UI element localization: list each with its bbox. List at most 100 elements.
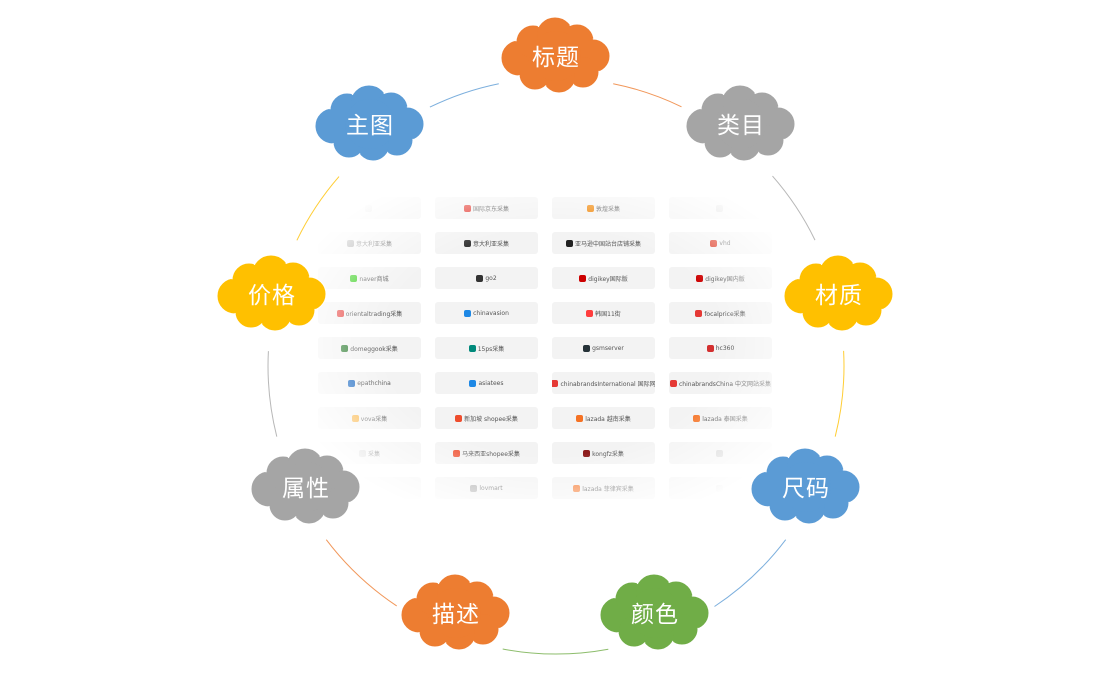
source-label: vova采集 (360, 415, 388, 423)
connector-arc (834, 350, 845, 437)
source-tile[interactable]: lovmart (435, 477, 538, 499)
source-logo-icon (365, 204, 372, 212)
connector-arc (502, 648, 609, 655)
cloud-shape-icon (500, 16, 611, 94)
source-tile[interactable]: 新加坡 shopee采集 (435, 407, 538, 429)
source-tile-grid: 国际京东采集 敦煌采集意大利亚采集意大利亚采集 亚马逊中国站台店铺采集 vhd nave… (318, 197, 788, 500)
source-logo-icon (358, 449, 366, 457)
cloud-shape-icon (314, 84, 425, 162)
source-tile[interactable]: lazada 越南采集 (552, 407, 655, 429)
source-logo-icon (453, 449, 461, 457)
source-label: 采集 (367, 450, 380, 458)
source-tile[interactable]: lazada 泰国采集 (669, 407, 772, 429)
source-logo-icon (470, 484, 478, 492)
connector-arc (325, 539, 397, 607)
source-tile[interactable]: 韩国11街 (552, 302, 655, 324)
cloud-node: 价格 (213, 254, 331, 332)
source-label: digikey国内版 (705, 275, 745, 283)
source-label: lovmart (479, 484, 503, 492)
source-tile[interactable]: 意大利亚采集 (435, 232, 538, 254)
source-tile[interactable]: 国际京东采集 (435, 197, 538, 219)
source-tile[interactable]: focalprice采集 (669, 302, 772, 324)
connector-arc (714, 539, 787, 607)
source-label: lazada 菲律宾采集 (582, 485, 634, 493)
source-tile[interactable]: vova采集 (318, 407, 421, 429)
source-tile[interactable]: domeggook采集 (318, 337, 421, 359)
cloud-node: 主图 (311, 84, 429, 162)
source-label: 国际京东采集 (472, 205, 509, 213)
source-tile[interactable] (669, 442, 772, 464)
source-tile[interactable]: chinavasion (435, 302, 538, 324)
source-tile[interactable]: lazada 菲律宾采集 (552, 477, 655, 499)
source-tile[interactable]: naver商城 (318, 267, 421, 289)
cloud-node: 描述 (397, 573, 515, 651)
source-tile[interactable]: 敦煌采集 (552, 197, 655, 219)
source-label: 亚马逊中国站台店铺采集 (574, 240, 641, 248)
source-label: 15ps采集 (477, 345, 505, 353)
source-logo-icon (464, 309, 472, 317)
source-tile[interactable]: digikey国内版 (669, 267, 772, 289)
connector-arc (267, 351, 278, 437)
source-logo-icon (565, 239, 573, 247)
cloud-label: 描述 (432, 602, 480, 628)
source-tile[interactable]: hc360 (669, 337, 772, 359)
cloud-shape-icon (250, 447, 361, 525)
source-logo-icon (463, 204, 471, 212)
connector-arc (429, 83, 499, 108)
source-logo-icon (579, 274, 587, 282)
source-tile[interactable]: orientaltrading采集 (318, 302, 421, 324)
source-tile[interactable]: 亚马逊中国站台店铺采集 (552, 232, 655, 254)
source-logo-icon (455, 414, 463, 422)
cloud-shape-icon (216, 254, 327, 332)
source-label: chinabrandsChina 中文网站采集 (679, 380, 771, 388)
source-logo-icon (576, 414, 584, 422)
source-label: gsmserver (592, 344, 624, 352)
source-label: go2 (485, 274, 497, 282)
cloud-shape-icon (400, 573, 511, 651)
source-tile[interactable]: asiatees (435, 372, 538, 394)
cloud-label: 颜色 (631, 602, 679, 628)
source-tile[interactable] (669, 477, 772, 499)
source-logo-icon (670, 379, 677, 387)
source-tile[interactable]: digikey国际版 (552, 267, 655, 289)
source-tile[interactable]: vhd (669, 232, 772, 254)
source-logo-icon (336, 309, 344, 317)
source-logo-icon (693, 414, 701, 422)
cloud-node: 颜色 (596, 573, 714, 651)
source-tile[interactable] (318, 197, 421, 219)
cloud-node: 类目 (682, 84, 800, 162)
source-label: hc360 (715, 344, 735, 352)
source-tile[interactable]: gsmserver (552, 337, 655, 359)
source-tile[interactable]: epathchina (318, 372, 421, 394)
source-label: 新加坡 shopee采集 (464, 415, 518, 423)
source-label: 敦煌采集 (595, 205, 620, 213)
source-logo-icon (573, 484, 581, 492)
source-label: chinabrandsInternational 国际网 (560, 380, 655, 388)
source-tile[interactable]: 采集 (318, 442, 421, 464)
cloud-node: 标题 (497, 16, 615, 94)
cloud-label: 尺码 (782, 476, 830, 502)
source-label: focalprice采集 (704, 310, 746, 318)
source-tile[interactable]: chinabrandsInternational 国际网 (552, 372, 655, 394)
source-tile[interactable]: kongfz采集 (552, 442, 655, 464)
source-tile[interactable]: 马来西亚shopee采集 (435, 442, 538, 464)
source-logo-icon (586, 309, 594, 317)
source-logo-icon (716, 484, 723, 492)
source-label: orientaltrading采集 (345, 310, 403, 318)
source-tile[interactable]: go2 (435, 267, 538, 289)
source-tile[interactable] (669, 197, 772, 219)
cloud-shape-icon (599, 573, 710, 651)
source-tile[interactable]: 15ps采集 (435, 337, 538, 359)
cloud-label: 标题 (532, 45, 580, 71)
connector-arc (772, 175, 816, 241)
source-tile[interactable]: 意大利亚采集 (318, 232, 421, 254)
source-logo-icon (463, 239, 471, 247)
source-tile[interactable]: chinabrandsChina 中文网站采集 (669, 372, 772, 394)
source-logo-icon (706, 344, 714, 352)
connector-arc (613, 83, 682, 108)
source-label: epathchina (357, 379, 391, 387)
source-logo-icon (346, 239, 354, 247)
cloud-node: 属性 (247, 447, 365, 525)
source-label: naver商城 (359, 275, 389, 283)
cloud-label: 主图 (346, 113, 394, 139)
